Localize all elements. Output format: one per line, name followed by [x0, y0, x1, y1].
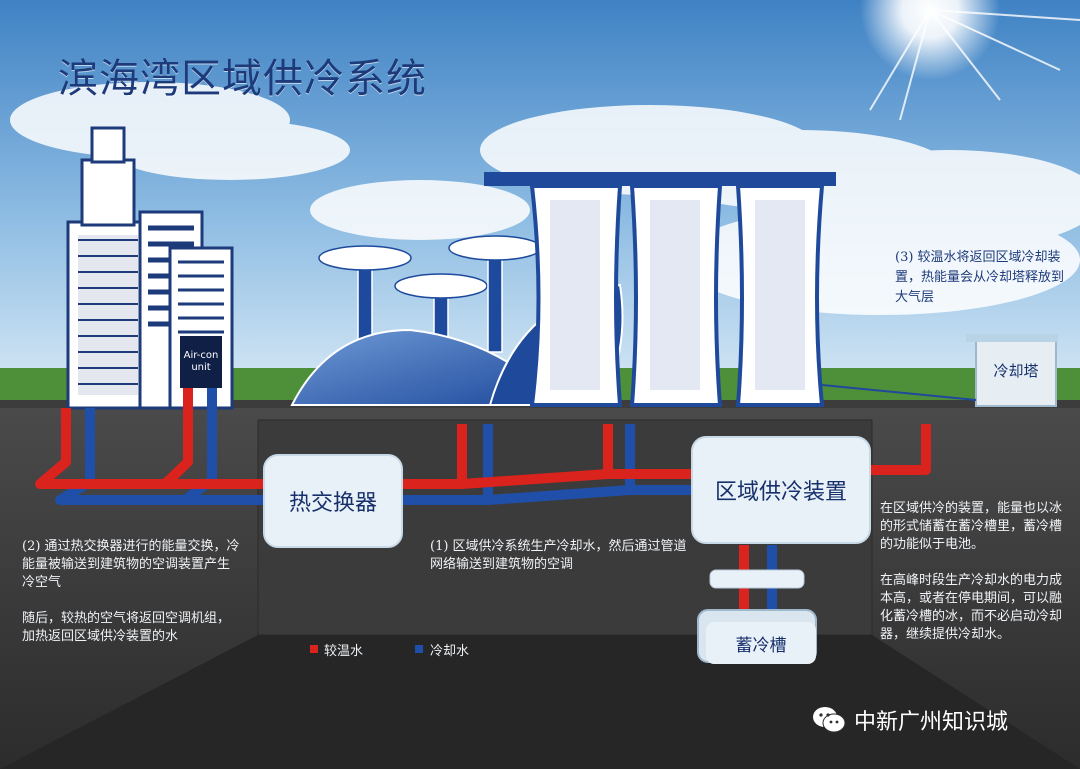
note-step3: (3) 较温水将返回区域冷却装置，热能量会从冷却塔释放到大气层	[895, 248, 1065, 308]
aircon-label: Air-con unit	[180, 344, 222, 380]
legend-cold: 冷却水	[430, 640, 469, 659]
storage-tank-label: 蓄冷槽	[706, 622, 816, 664]
note-storage: 在区域供冷的装置，能量也以冰的形式储蓄在蓄冷槽里，蓄冷槽的功能似于电池。 在高峰…	[880, 500, 1072, 644]
note-step1-text: (1) 区域供冷系统生产冷却水，然后通过管道网络输送到建筑物的空调	[430, 539, 687, 572]
page-title: 滨海湾区域供冷系统	[58, 56, 427, 102]
district-cooling-box	[691, 436, 871, 544]
note-storage1-text: 在区域供冷的装置，能量也以冰的形式储蓄在蓄冷槽里，蓄冷槽的功能似于电池。	[880, 501, 1063, 552]
note-step1: (1) 区域供冷系统生产冷却水，然后通过管道网络输送到建筑物的空调	[430, 538, 688, 574]
note-step2: (2) 通过热交换器进行的能量交换，冷能量被输送到建筑物的空调装置产生冷空气 随…	[22, 538, 240, 646]
storage-tank-text: 蓄冷槽	[735, 635, 787, 656]
brand-text: 中新广州知识城	[854, 710, 1009, 735]
note-step2b-text: 随后，较热的空气将返回空调机组，加热返回区域供冷装置的水	[22, 611, 231, 644]
office-towers	[66, 126, 234, 410]
district-cooling-label: 区域供冷装置	[692, 437, 870, 543]
heat-exchanger-label: 热交换器	[264, 455, 402, 547]
chamber-floor	[0, 635, 1080, 769]
wechat-icon	[813, 707, 846, 733]
legend-warm: 较温水	[324, 640, 363, 659]
legend-cold-label: 冷却水	[430, 644, 470, 659]
cooling-tower-text: 冷却塔	[993, 361, 1039, 380]
note-storage2-text: 在高峰时段生产冷却水的电力成本高，或者在停电期间，可以融化蓄冷槽的冰，而不必启动…	[880, 573, 1063, 642]
mbs-towers	[484, 172, 836, 407]
supertrees	[318, 235, 542, 353]
district-cooling-text: 区域供冷装置	[714, 480, 847, 505]
storage-connector	[709, 569, 805, 589]
heat-exchanger-text: 热交换器	[288, 491, 377, 516]
legend-cold-swatch	[415, 645, 423, 653]
heat-exchanger-box	[263, 454, 403, 548]
legend-warm-swatch	[310, 645, 318, 653]
brand-watermark: 中新广州知识城	[812, 704, 1008, 736]
aircon-label-text: Air-con unit	[183, 350, 219, 373]
legend-warm-label: 较温水	[324, 644, 364, 659]
note-step3-text: (3) 较温水将返回区域冷却装置，热能量会从冷却塔释放到大气层	[895, 250, 1065, 305]
sun	[860, 0, 1080, 121]
note-step2-text: (2) 通过热交换器进行的能量交换，冷能量被输送到建筑物的空调装置产生冷空气	[22, 539, 240, 590]
cooling-tower-label: 冷却塔	[976, 350, 1056, 390]
aircon-unit-box	[180, 336, 222, 388]
